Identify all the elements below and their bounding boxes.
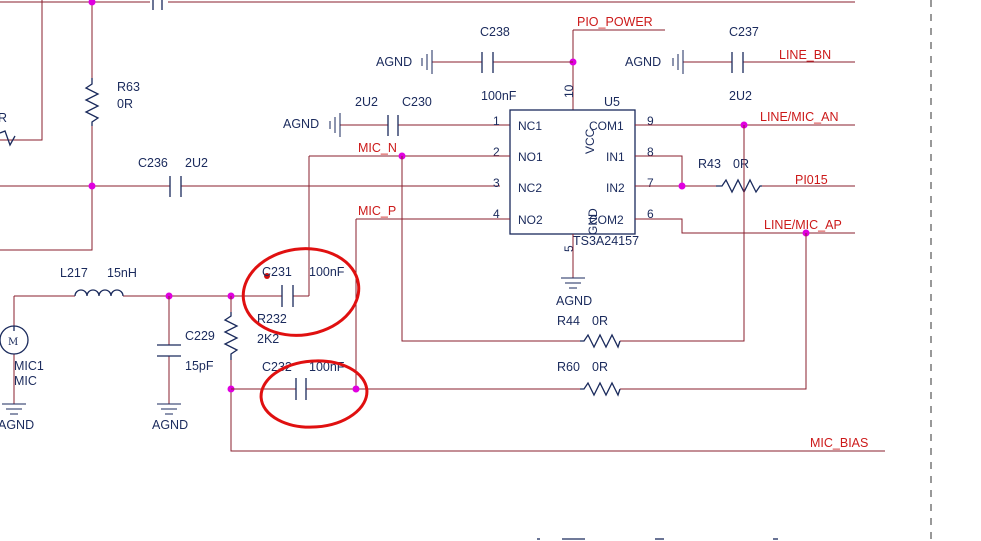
mic1-symbol: M (8, 337, 18, 348)
c238-value: 100nF (481, 89, 517, 103)
ground-mic1: AGND (0, 403, 34, 432)
net-line-mic-ap: LINE/MIC_AP (764, 218, 842, 232)
c229-ref: C229 (185, 329, 215, 343)
ground-c230: AGND (283, 113, 341, 137)
pin-name-com2: COM2 (589, 213, 624, 227)
right-nets: LINE/MIC_AN PI015 LINE/MIC_AP (635, 110, 855, 237)
r60-value: 0R (592, 360, 608, 374)
microphone-mic1: M MIC1 MIC (0, 325, 44, 388)
r63-value: 0R (117, 97, 133, 111)
gnd-label-c238: AGND (376, 55, 412, 69)
gnd-label-mic1: AGND (0, 418, 34, 432)
pin-name-nc2: NC2 (518, 181, 542, 195)
chip-ref: U5 (604, 95, 620, 109)
ground-c237: AGND (625, 50, 684, 74)
c230-ref: C230 (402, 95, 432, 109)
partial-resistor-label: R (0, 111, 7, 125)
l217-value: 15nH (107, 266, 137, 280)
c231-value: 100nF (309, 265, 345, 279)
pin-num-4: 4 (493, 207, 500, 221)
pin-num-3: 3 (493, 176, 500, 190)
capacitor-c231: C231 100nF (262, 265, 345, 307)
mic-n-net: MIC_N (308, 125, 745, 342)
c237-ref: C237 (729, 25, 759, 39)
c236-ref: C236 (138, 156, 168, 170)
resistor-r232: R232 2K2 (223, 312, 287, 360)
net-line-mic-an: LINE/MIC_AN (760, 110, 839, 124)
pin-num-7: 7 (647, 176, 654, 190)
net-line-bn: LINE_BN (779, 48, 831, 62)
gnd-label-c230: AGND (283, 117, 319, 131)
mic1-ref: MIC1 (14, 359, 44, 373)
mic-p-net: MIC_P (355, 204, 510, 389)
net-pio-power: PIO_POWER (577, 15, 653, 29)
highlight-circle-c232 (259, 359, 369, 429)
c230-value: 2U2 (355, 95, 378, 109)
highlight-circle-c231 (241, 247, 361, 337)
capacitor-c238: C238 100nF (432, 25, 573, 103)
r43-value: 0R (733, 157, 749, 171)
r232-ref: R232 (257, 312, 287, 326)
vcc-pin-number: 10 (562, 84, 576, 98)
pin-name-no1: NO1 (518, 150, 543, 164)
net-mic-bias: MIC_BIAS (810, 436, 868, 450)
gnd-label-c237: AGND (625, 55, 661, 69)
r232-value: 2K2 (257, 332, 279, 346)
c237-value: 2U2 (729, 89, 752, 103)
pin-num-2: 2 (493, 145, 500, 159)
pin-num-8: 8 (647, 145, 654, 159)
chip-gnd-pin: GND (586, 208, 600, 235)
r60-ref: R60 (557, 360, 580, 374)
r44-value: 0R (592, 314, 608, 328)
r63-ref: R63 (117, 80, 140, 94)
net-pio15: PI015 (795, 173, 828, 187)
capacitor-c230: 2U2 C230 (340, 95, 510, 136)
ground-chip: AGND (556, 234, 592, 308)
net-mic-n: MIC_N (358, 141, 397, 155)
inductor-l217: L217 15nH (60, 266, 137, 297)
pin-name-nc1: NC1 (518, 119, 542, 133)
capacitor-c229: C229 15pF (157, 329, 215, 373)
r44-ref: R44 (557, 314, 580, 328)
resistor-r44: R44 0R (557, 314, 621, 349)
pin-name-com1: COM1 (589, 119, 624, 133)
mic1-value: MIC (14, 374, 37, 388)
resistor-r43: R43 0R (698, 157, 762, 194)
gnd-pin-number: 5 (562, 245, 576, 252)
mic-input-wires: MIC_BIAS (13, 292, 885, 452)
c231-ref: C231 (262, 265, 292, 279)
pin-num-1: 1 (493, 114, 500, 128)
vcc-net: PIO_POWER 10 (562, 15, 665, 110)
c236-line: C236 2U2 (0, 156, 500, 197)
chip-u5: U5 TS3A24157 VCC GND NC1 NO1 NC2 NO2 1 2… (493, 95, 654, 252)
capacitor-c237: C237 2U2 LINE_BN (683, 25, 855, 103)
r43-ref: R43 (698, 157, 721, 171)
ground-c238: AGND (376, 50, 433, 74)
pin-name-in2: IN2 (606, 181, 625, 195)
pin-name-no2: NO2 (518, 213, 543, 227)
c229-value: 15pF (185, 359, 214, 373)
l217-ref: L217 (60, 266, 88, 280)
partial-resistor-left (0, 130, 16, 147)
net-mic-p: MIC_P (358, 204, 396, 218)
chip-part: TS3A24157 (573, 234, 639, 248)
c232-ref: C232 (262, 360, 292, 374)
ground-c229: AGND (152, 403, 188, 432)
c236-value: 2U2 (185, 156, 208, 170)
resistor-r63: R63 0R (84, 78, 140, 126)
pin-num-6: 6 (647, 207, 654, 221)
top-left-wires (0, 0, 855, 251)
gnd-label-c229: AGND (152, 418, 188, 432)
c238-ref: C238 (480, 25, 510, 39)
pin-name-in1: IN1 (606, 150, 625, 164)
chip-vcc-pin: VCC (583, 128, 597, 154)
resistor-r60: R60 0R (318, 233, 807, 397)
pin-num-9: 9 (647, 114, 654, 128)
gnd-label-chip: AGND (556, 294, 592, 308)
